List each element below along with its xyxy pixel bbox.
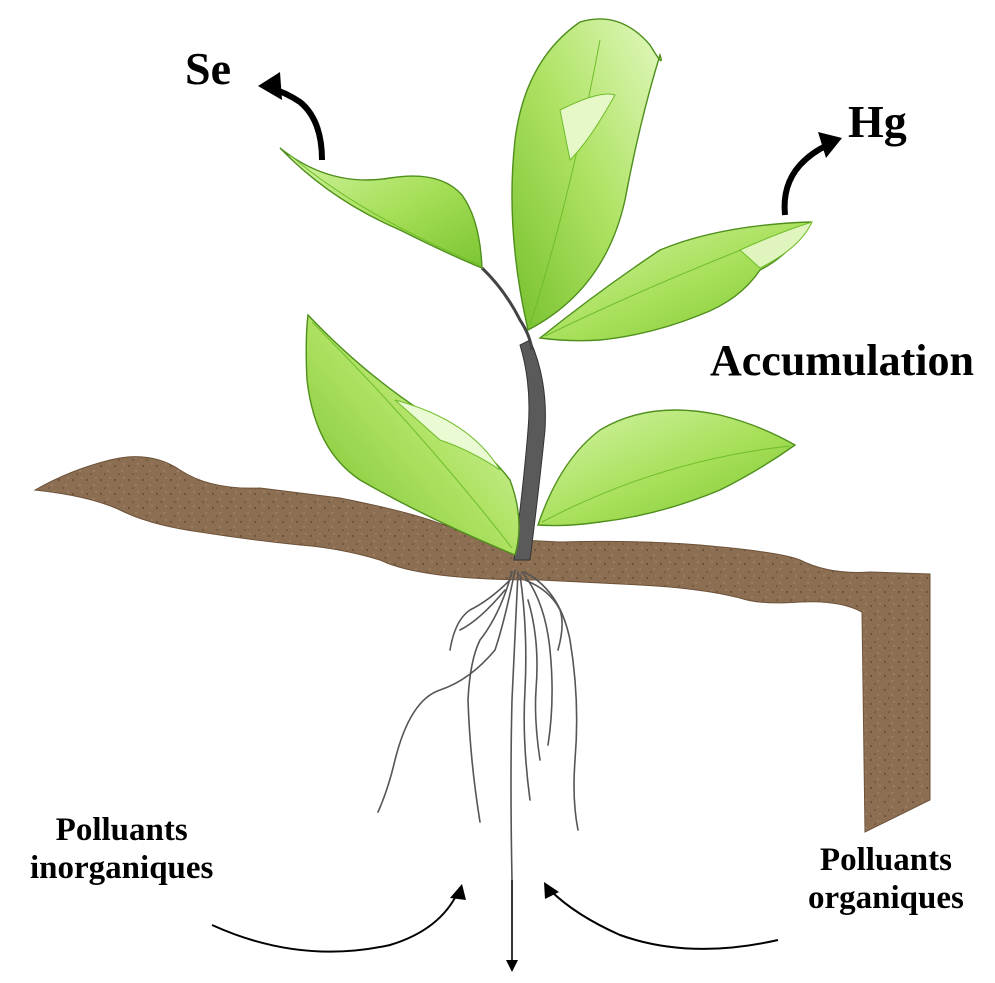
leaf-upper-left (280, 148, 482, 268)
selenium-label: Se (185, 42, 231, 95)
organic-pollutants-label: Polluants organiques (808, 842, 964, 918)
inorganic-pollutants-label: Polluants inorganiques (30, 812, 213, 888)
se-emission-arrow (270, 88, 322, 160)
leaves (280, 19, 812, 555)
mercury-label: Hg (848, 95, 907, 148)
organic-label-line1: Polluants (808, 842, 964, 880)
inorganic-label-line1: Polluants (30, 812, 213, 850)
organic-uptake-arrow (550, 890, 778, 949)
leaf-lower-right (538, 410, 795, 526)
inorganic-uptake-arrow (212, 892, 458, 952)
organic-label-line2: organiques (808, 880, 964, 918)
roots (378, 570, 578, 880)
se-arrowhead (258, 72, 282, 100)
inorganic-arrowhead (450, 884, 466, 900)
inorganic-label-line2: inorganiques (30, 850, 213, 888)
accumulation-label: Accumulation (710, 335, 974, 386)
hg-emission-arrow (785, 145, 828, 215)
root-down-arrowhead (506, 960, 518, 972)
